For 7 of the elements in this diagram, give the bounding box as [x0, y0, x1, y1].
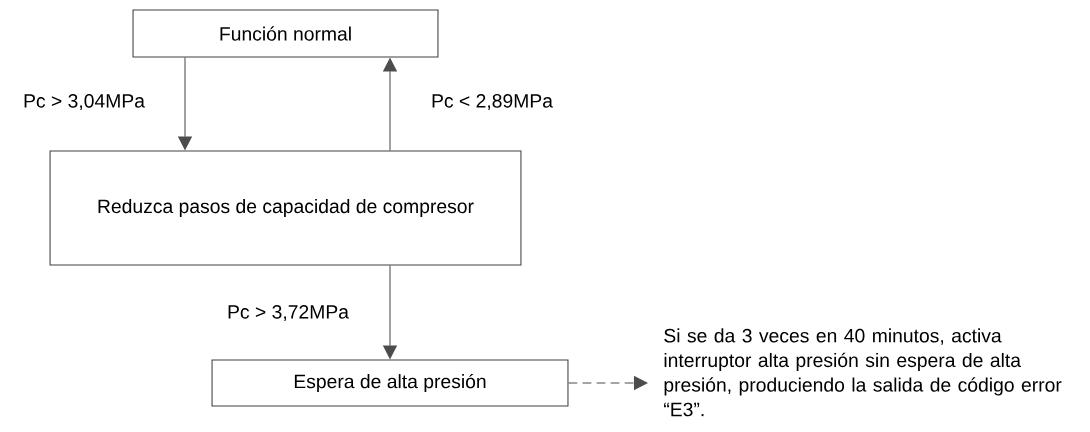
process-box: Reduzca pasos de capacidad de compresor [49, 150, 522, 266]
edge-label: Pc < 2,89MPa [429, 92, 555, 112]
edge-label: Pc > 3,04MPa [21, 92, 147, 112]
process-box: Función normal [132, 9, 439, 58]
process-box: Espera de alta presión [211, 359, 569, 407]
edge-label: Pc > 3,72MPa [225, 303, 351, 323]
note-text: Si se da 3 veces en 40 minutos, activa interruptor alta presión sin espera de alta presión, produciendo la salida de código error “E3”. [664, 328, 1062, 417]
